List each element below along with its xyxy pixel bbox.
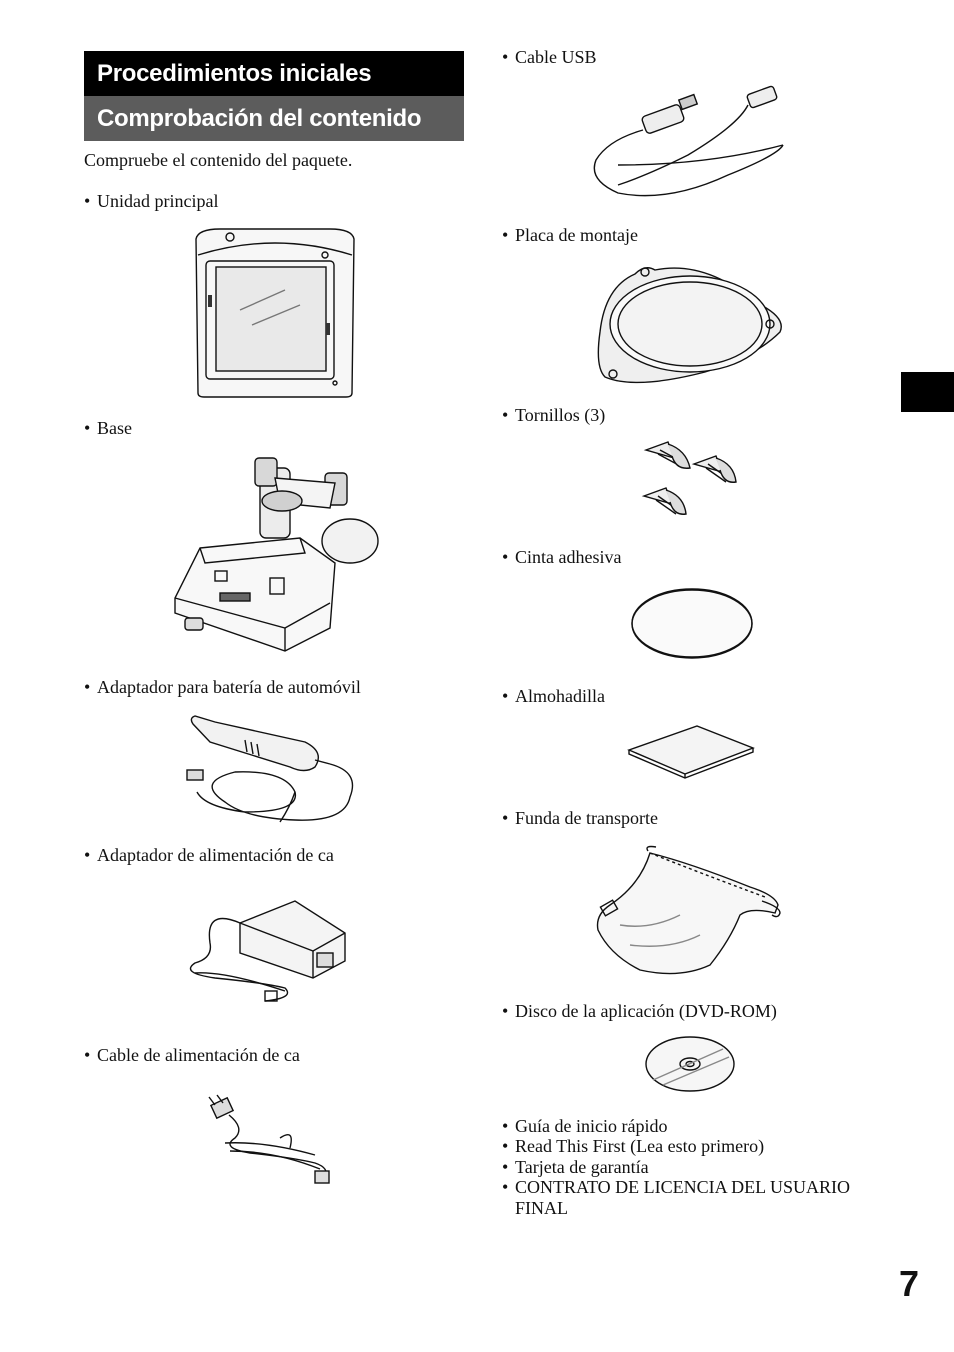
intro-text: Compruebe el contenido del paquete. bbox=[84, 150, 353, 170]
document-label: Tarjeta de garantía bbox=[515, 1156, 649, 1177]
ac-power-cord-icon bbox=[205, 1093, 340, 1188]
item-label: Disco de la aplicación (DVD-ROM) bbox=[515, 1001, 777, 1021]
item-label: Unidad principal bbox=[97, 191, 219, 211]
list-item: •Tarjeta de garantía bbox=[502, 1157, 885, 1177]
main-unit-icon bbox=[190, 225, 360, 400]
list-item: •Read This First (Lea esto primero) bbox=[502, 1136, 885, 1156]
item-label: Base bbox=[97, 418, 132, 438]
list-item: •Cable USB bbox=[502, 47, 597, 67]
item-label: Cinta adhesiva bbox=[515, 547, 622, 567]
carrying-pouch-icon bbox=[590, 845, 790, 980]
item-label: Almohadilla bbox=[515, 686, 605, 706]
list-item: •Disco de la aplicación (DVD-ROM) bbox=[502, 1001, 777, 1021]
documents-list: •Guía de inicio rápido •Read This First … bbox=[502, 1116, 885, 1218]
subsection-heading: Comprobación del contenido bbox=[84, 96, 464, 141]
item-label: Tornillos (3) bbox=[515, 405, 606, 425]
pad-icon bbox=[625, 722, 757, 786]
list-item: •Cable de alimentación de ca bbox=[84, 1045, 300, 1065]
item-label: Funda de transporte bbox=[515, 808, 658, 828]
list-item: •Tornillos (3) bbox=[502, 405, 606, 425]
item-label: Placa de montaje bbox=[515, 225, 638, 245]
item-label: Adaptador de alimentación de ca bbox=[97, 845, 334, 865]
document-label: Read This First (Lea esto primero) bbox=[515, 1136, 765, 1157]
screws-icon bbox=[640, 438, 740, 528]
cradle-icon bbox=[170, 453, 380, 653]
list-item: •Almohadilla bbox=[502, 686, 605, 706]
list-item: •CONTRATO DE LICENCIA DEL USUARIO FINAL bbox=[502, 1177, 885, 1218]
item-label: Adaptador para batería de automóvil bbox=[97, 677, 361, 697]
section-tab-marker bbox=[901, 372, 954, 412]
usb-cable-icon bbox=[588, 85, 793, 203]
section-heading: Procedimientos iniciales bbox=[84, 51, 464, 96]
car-battery-adapter-icon bbox=[185, 712, 360, 827]
item-label: Cable USB bbox=[515, 47, 597, 67]
item-label: Cable de alimentación de ca bbox=[97, 1045, 300, 1065]
document-label: CONTRATO DE LICENCIA DEL USUARIO FINAL bbox=[515, 1177, 850, 1218]
list-item: •Cinta adhesiva bbox=[502, 547, 622, 567]
mounting-plate-icon bbox=[595, 262, 787, 386]
list-item: •Adaptador de alimentación de ca bbox=[84, 845, 334, 865]
list-item: •Adaptador para batería de automóvil bbox=[84, 677, 361, 697]
list-item: •Funda de transporte bbox=[502, 808, 658, 828]
list-item: •Guía de inicio rápido bbox=[502, 1116, 885, 1136]
dvd-rom-icon bbox=[643, 1035, 738, 1095]
list-item: •Placa de montaje bbox=[502, 225, 638, 245]
page-number: 7 bbox=[899, 1263, 920, 1304]
list-item: •Unidad principal bbox=[84, 191, 219, 211]
list-item: •Base bbox=[84, 418, 132, 438]
document-label: Guía de inicio rápido bbox=[515, 1116, 668, 1136]
adhesive-tape-icon bbox=[628, 587, 756, 661]
ac-power-adapter-icon bbox=[185, 893, 355, 1008]
